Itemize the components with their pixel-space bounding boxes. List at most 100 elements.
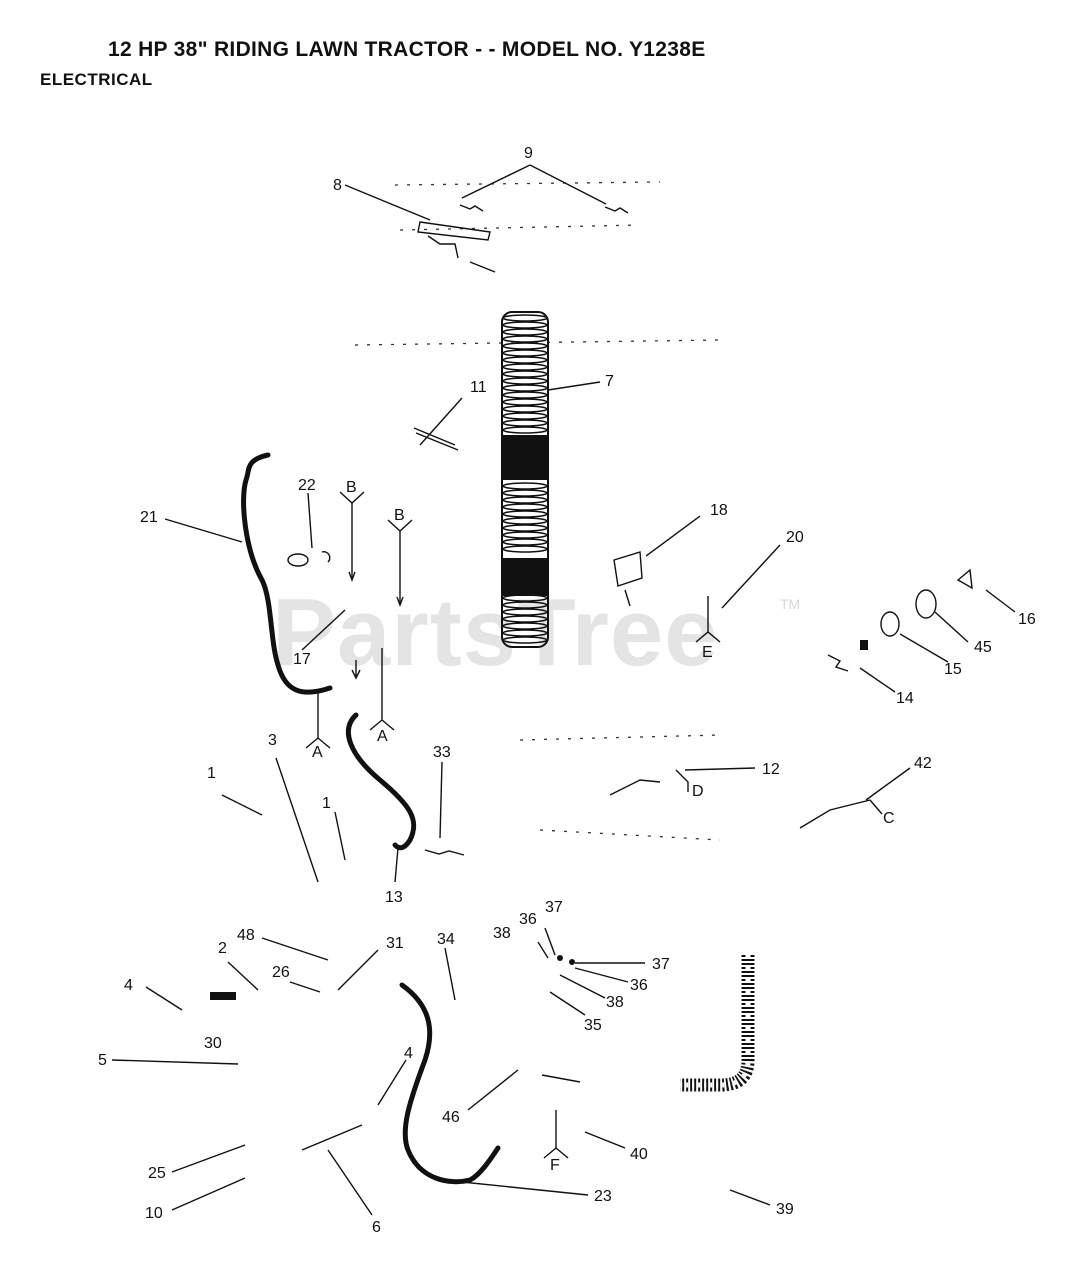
parts-right-cluster	[827, 568, 1016, 693]
loom-rib	[502, 335, 548, 343]
callout-37a: 37	[545, 899, 563, 916]
loom-rib	[502, 482, 548, 490]
callout-4b: 4	[404, 1045, 413, 1062]
callout-6: 6	[372, 1219, 381, 1236]
loom-rib	[502, 608, 548, 616]
wire-23	[399, 982, 501, 1185]
callout-42: 42	[914, 755, 932, 772]
connector-b-arrows	[339, 491, 413, 607]
part-42-connector-c	[799, 767, 911, 829]
callout-45: 45	[974, 639, 992, 656]
callout-46: 46	[442, 1109, 460, 1126]
callout-9: 9	[524, 145, 533, 162]
wire-21	[241, 452, 333, 695]
parts-center-lower	[444, 927, 771, 1206]
callout-26: 26	[272, 964, 290, 981]
callout-38b: 38	[606, 994, 624, 1011]
loom-rib	[502, 503, 548, 511]
loom-rib	[502, 349, 548, 357]
loom-rib	[502, 622, 548, 630]
parts-lower-left	[111, 757, 407, 1216]
loom-rib	[502, 342, 548, 350]
loom-rib	[502, 419, 548, 427]
callout-1b: 1	[322, 795, 331, 812]
loom-rib	[502, 629, 548, 637]
callout-17: 17	[293, 651, 311, 668]
watermark: PartsTree	[272, 579, 719, 686]
connector-a1: A	[312, 744, 323, 761]
connector-c: C	[883, 810, 895, 827]
callout-39: 39	[776, 1201, 794, 1218]
loom-rib	[502, 356, 548, 364]
callout-21: 21	[140, 509, 158, 526]
loom-rib	[502, 489, 548, 497]
callout-16: 16	[1018, 611, 1036, 628]
callout-34: 34	[437, 931, 455, 948]
loom-rib	[502, 391, 548, 399]
callout-10: 10	[145, 1205, 163, 1222]
callout-22: 22	[298, 477, 316, 494]
callout-36b: 36	[630, 977, 648, 994]
callout-40: 40	[630, 1146, 648, 1163]
callout-18: 18	[710, 502, 728, 519]
diagram-title: 12 HP 38" RIDING LAWN TRACTOR - - MODEL …	[108, 38, 706, 61]
loom-rib	[502, 377, 548, 385]
loom-rib	[502, 496, 548, 504]
callout-38a: 38	[493, 925, 511, 942]
loom-rib	[502, 510, 548, 518]
connector-d: D	[692, 783, 704, 800]
callout-13: 13	[385, 889, 403, 906]
loom-rib	[502, 314, 548, 322]
ghost-outline	[354, 181, 721, 841]
section-label: ELECTRICAL	[40, 70, 153, 89]
part-corrugated-loom	[501, 311, 601, 648]
callout-8: 8	[333, 177, 342, 194]
callout-36a: 36	[519, 911, 537, 928]
callout-5: 5	[98, 1052, 107, 1069]
callout-2: 2	[218, 940, 227, 957]
loom-rib	[502, 384, 548, 392]
loom-rib	[502, 370, 548, 378]
part-cover-hardware	[344, 164, 629, 273]
callout-7: 7	[605, 373, 614, 390]
connector-a-arrows	[301, 609, 395, 749]
callout-33: 33	[433, 744, 451, 761]
connector-b2: B	[394, 507, 405, 524]
part-18-relay	[613, 515, 701, 607]
callout-35: 35	[584, 1017, 602, 1034]
loom-rib	[502, 398, 548, 406]
loom-rib	[502, 545, 548, 553]
part-22-grommet	[287, 492, 331, 567]
part-12-connector-d	[609, 767, 756, 796]
callout-1a: 1	[207, 765, 216, 782]
callout-23: 23	[594, 1188, 612, 1205]
loom-rib	[502, 412, 548, 420]
connector-e	[695, 544, 781, 643]
loom-rib	[502, 405, 548, 413]
loom-rib	[502, 531, 548, 539]
connector-labels: B B E A A D C F	[312, 479, 895, 1174]
callout-31: 31	[386, 935, 404, 952]
loom-rib	[502, 363, 548, 371]
callout-20: 20	[786, 529, 804, 546]
loom-rib	[502, 636, 548, 644]
wire-13	[345, 712, 417, 851]
callout-15: 15	[944, 661, 962, 678]
connector-b1: B	[346, 479, 357, 496]
callout-37b: 37	[652, 956, 670, 973]
loom-rib	[502, 615, 548, 623]
part-11-terminal	[413, 397, 463, 451]
callout-11: 11	[470, 379, 487, 396]
part-coiled-loom	[680, 955, 755, 1092]
callout-12: 12	[762, 761, 780, 778]
callout-4a: 4	[124, 977, 133, 994]
connector-e: E	[702, 644, 713, 661]
connector-f: F	[550, 1157, 560, 1174]
loom-rib	[502, 328, 548, 336]
loom-rib	[502, 601, 548, 609]
loom-rib	[502, 426, 548, 434]
loom-rib	[502, 524, 548, 532]
callout-labels: 9 8 7 11 22 21 18 20 16 45 15 17 14 33 1…	[98, 145, 1036, 1236]
